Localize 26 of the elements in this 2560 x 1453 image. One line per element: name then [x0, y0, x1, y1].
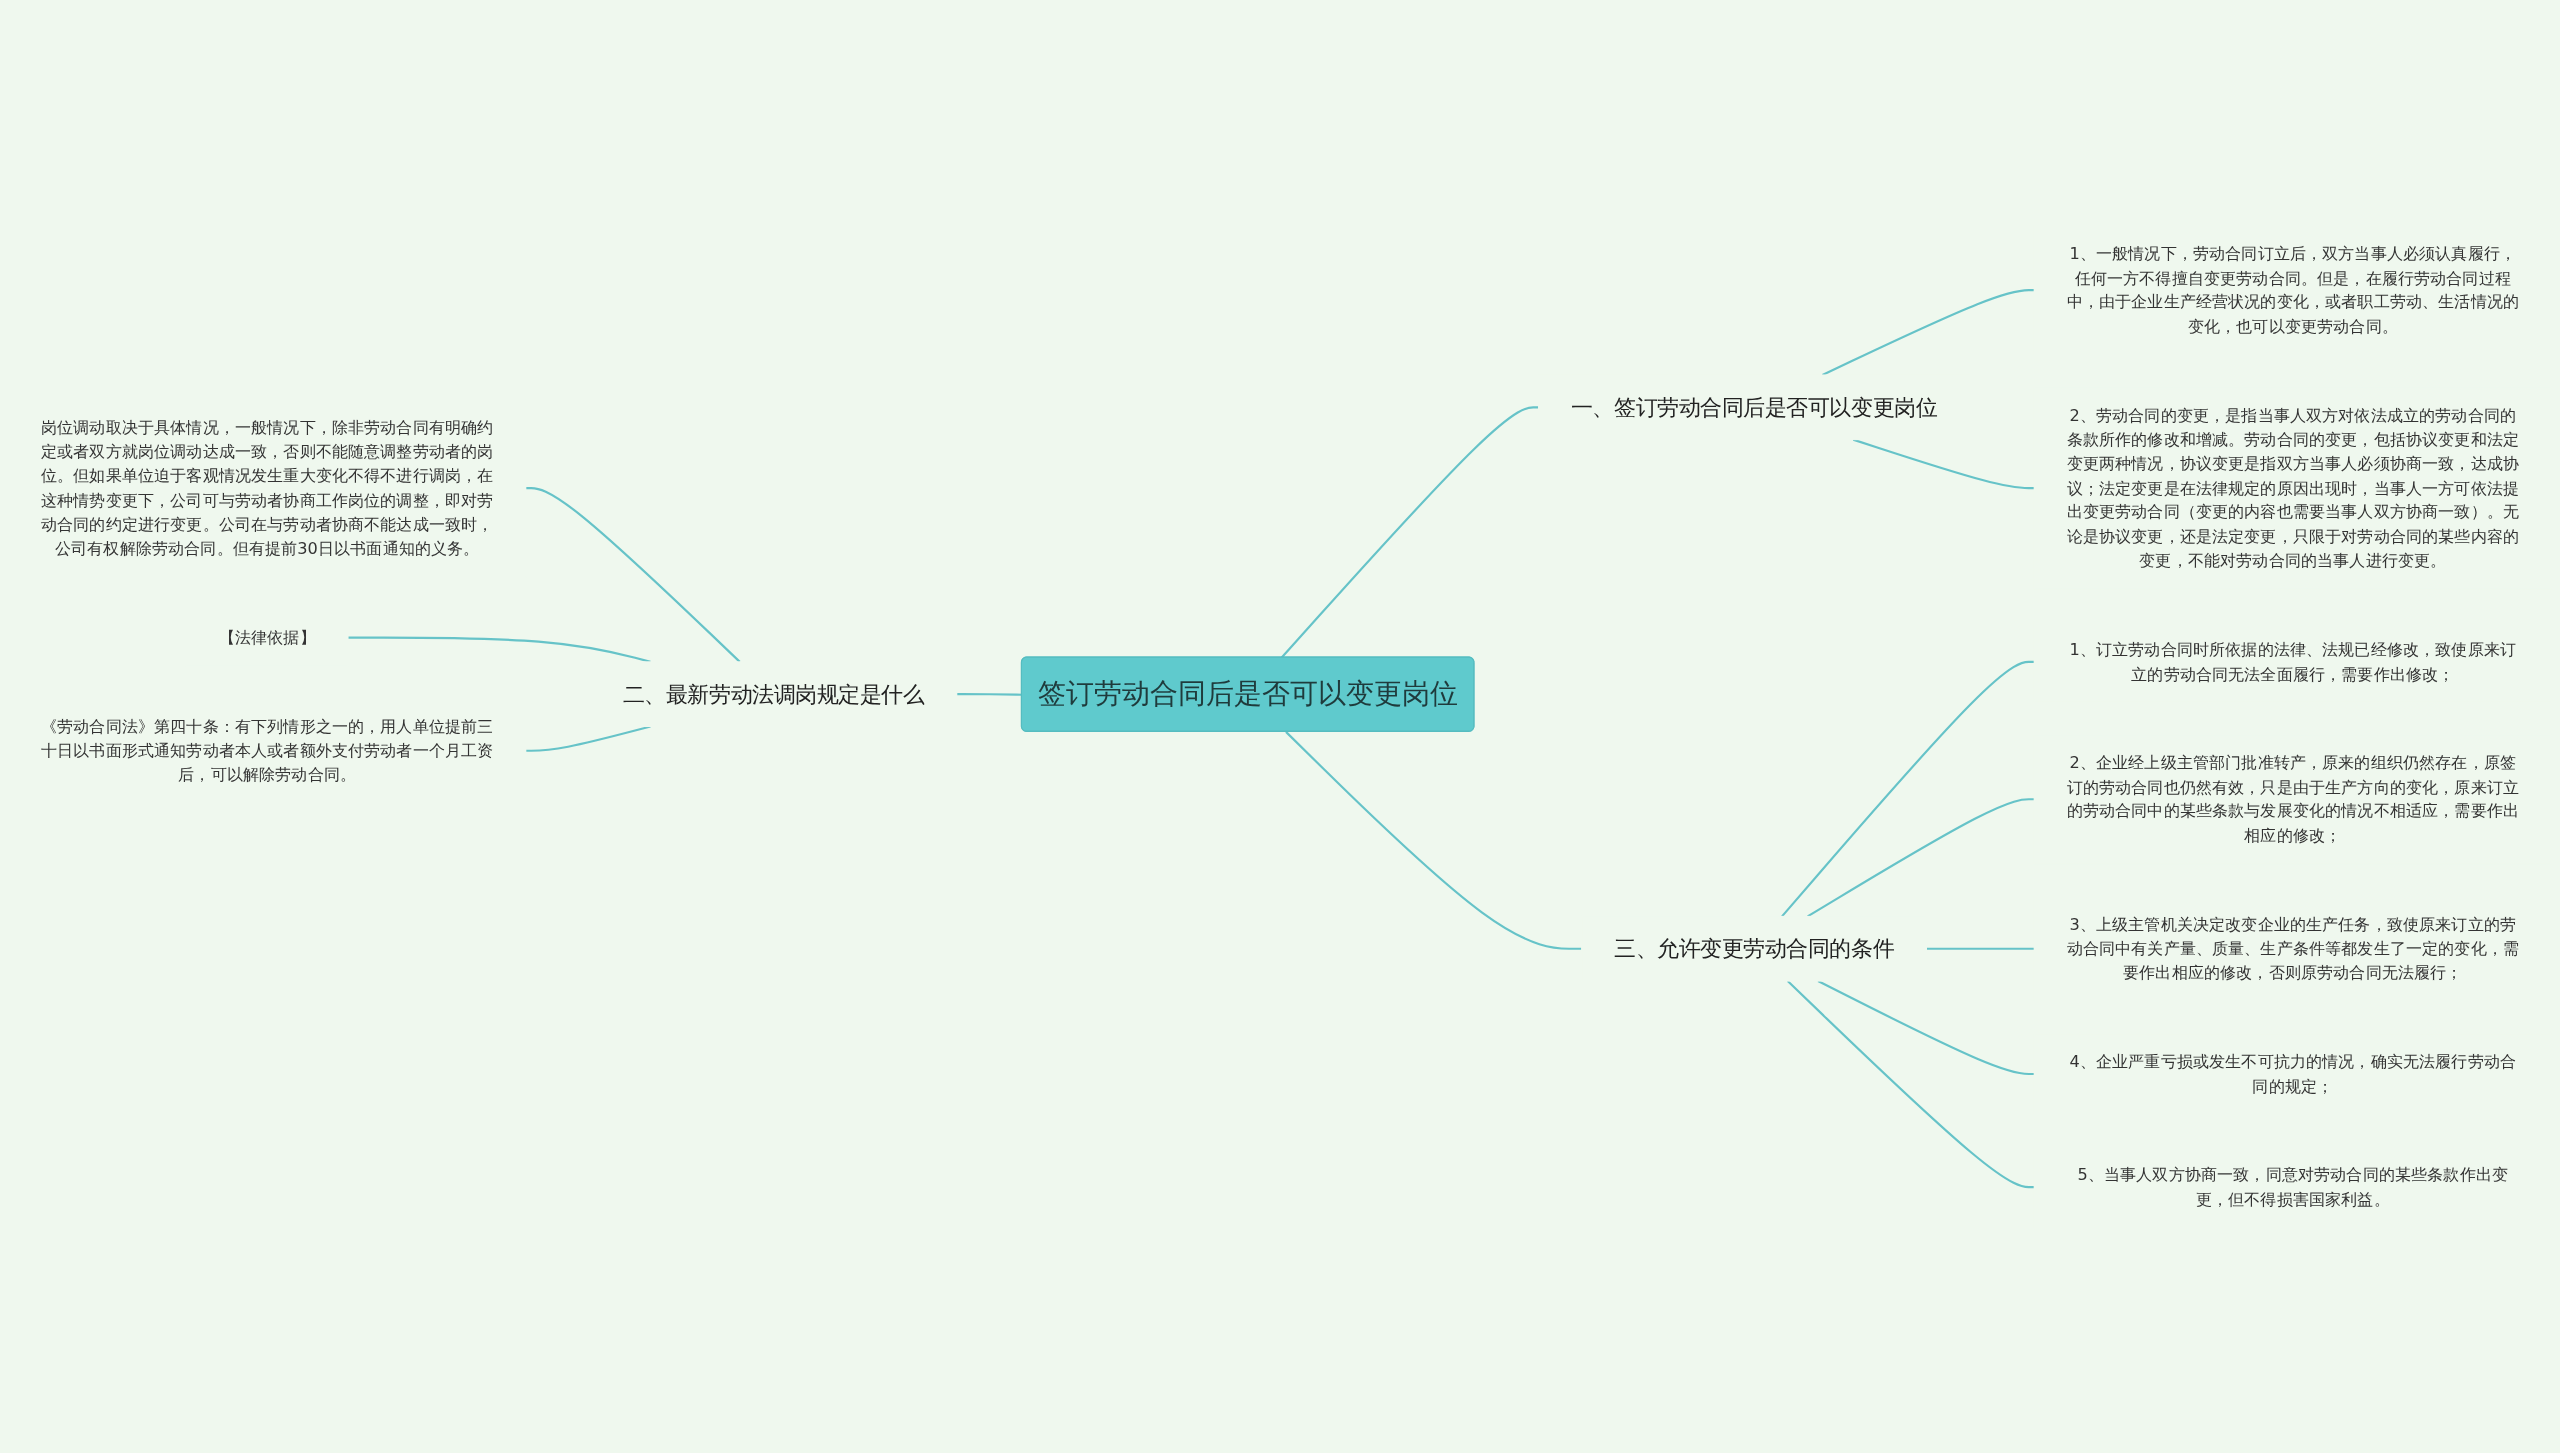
connector: [1285, 731, 1582, 950]
node-text: 2、劳动合同的变更，是指当事人双方对依法成立的劳动合同的条款所作的修改和增减。劳动合同的变更，包括协议变更和法定变更两种情况，协议变更是指双方当事人必须协商一致，达成协议；法定变更是在法律规定的原因出现时，当事人一方可依法提出变更劳动合同（变更的内容也需要当事人双方协商一致）。无论是协议变更，还是法定变更，只限于对劳动合同的某些内容的变更，不能对劳动合同的当事人进行变更。: [2066, 405, 2520, 571]
connector: [1817, 980, 2035, 1076]
connector: [1280, 406, 1539, 659]
connector: [1786, 980, 2035, 1189]
node-text: 1、一般情况下，劳动合同订立后，双方当事人必须认真履行，任何一方不得擅自变更劳动合同。但是，在履行劳动合同过程中，由于企业生产经营状况的变化，或者职工劳动、生活情况的变化，也可以变更劳动合同。: [2066, 243, 2520, 336]
node-text: 4、企业严重亏损或发生不可抗力的情况，确实无法履行劳动合同的规定；: [2069, 1051, 2517, 1096]
node-text: 岗位调动取决于具体情况，一般情况下，除非劳动合同有明确约定或者双方就岗位调动达成一致，否则不能随意调整劳动者的岗位。但如果单位迫于客观情况发生重大变化不得不进行调岗，在这种情势变更下，公司可与劳动者协商工作岗位的调整，即对劳动合同的约定进行变更。公司在与劳动者协商不能达成一致时，公司有权解除劳动合同。但有提前30日以书面通知的义务。: [40, 417, 494, 559]
connector: [525, 487, 741, 663]
node-text: 5、当事人双方协商一致，同意对劳动合同的某些条款作出变更，但不得损害国家利益。: [2077, 1165, 2509, 1209]
connector: [1781, 660, 2035, 918]
node-text: 3、上级主管机关决定改变企业的生产任务，致使原来订立的劳动合同中有关产量、质量、生产条件等都发生了一定的变化，需要作出相应的修改，否则原劳动合同无法履行；: [2066, 914, 2520, 983]
node-text: 二、最新劳动法调岗规定是什么: [622, 681, 925, 708]
node-text: 一、签订劳动合同后是否可以变更岗位: [1570, 394, 1938, 421]
connector: [956, 693, 1022, 696]
node-text: 【法律依据】: [218, 627, 316, 648]
node-text: 2、企业经上级主管部门批准转产，原来的组织仍然存在，原签订的劳动合同也仍然有效，只是由于生产方向的变化，原来订立的劳动合同中的某些条款与发展变化的情况不相适应，需要作出相应的修改；: [2066, 752, 2520, 846]
connector: [1807, 798, 2035, 918]
node-text: 《劳动合同法》第四十条：有下列情形之一的，用人单位提前三十日以书面形式通知劳动者本人或者额外支付劳动者一个月工资后，可以解除劳动合同。: [40, 716, 494, 785]
connector: [1926, 947, 2035, 950]
connector: [1852, 438, 2035, 490]
node-text: 三、允许变更劳动合同的条件: [1614, 935, 1895, 962]
node-text: 1、订立劳动合同时所依据的法律、法规已经修改，致使原来订立的劳动合同无法全面履行，需要作出修改；: [2069, 639, 2517, 684]
connector: [525, 725, 651, 752]
connector: [348, 636, 651, 663]
connector: [1822, 289, 2035, 376]
